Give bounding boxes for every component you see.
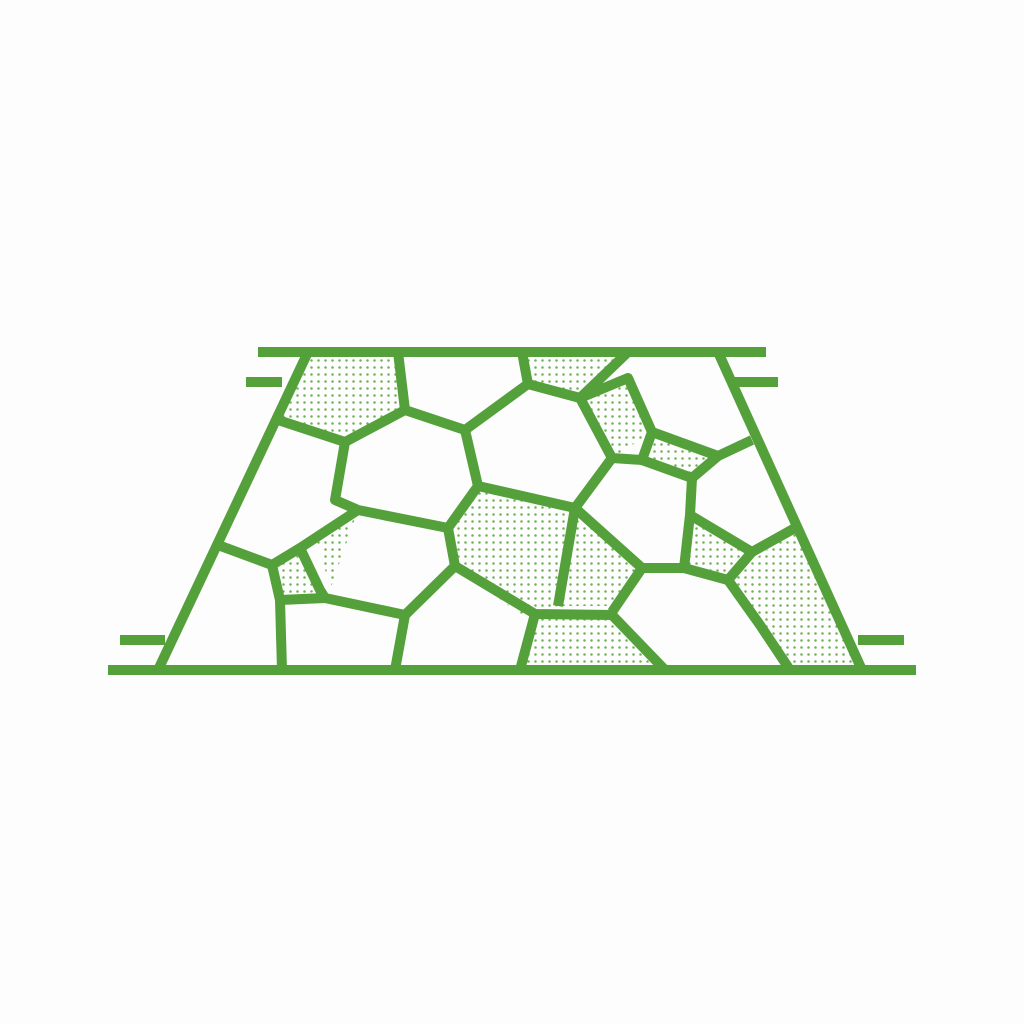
dotted-cell-9 bbox=[684, 515, 752, 580]
cell-edge-28 bbox=[723, 577, 795, 673]
cell-edge-19 bbox=[275, 599, 287, 671]
left-side bbox=[153, 349, 313, 673]
cell-edge-12 bbox=[637, 430, 722, 483]
cell-edge-16 bbox=[216, 505, 361, 570]
cell-edge-9 bbox=[403, 351, 533, 435]
cell-edge-22 bbox=[515, 612, 540, 672]
dotted-cell-7 bbox=[300, 510, 358, 590]
cell-edge-25 bbox=[642, 477, 697, 573]
dotted-cell-10 bbox=[728, 528, 862, 668]
dotted-cell-6 bbox=[558, 508, 642, 606]
cell-edge-18 bbox=[267, 527, 460, 620]
cell-edge-21 bbox=[452, 561, 669, 674]
cell-edge-23 bbox=[553, 507, 580, 607]
cell-edge-14 bbox=[460, 428, 617, 513]
cell-edge-8 bbox=[276, 351, 410, 447]
dotted-cell-1 bbox=[278, 352, 405, 442]
right-side bbox=[713, 349, 867, 673]
cell-edge-20 bbox=[390, 614, 410, 671]
dotted-cell-11 bbox=[522, 615, 665, 668]
cell-borders bbox=[108, 347, 916, 675]
